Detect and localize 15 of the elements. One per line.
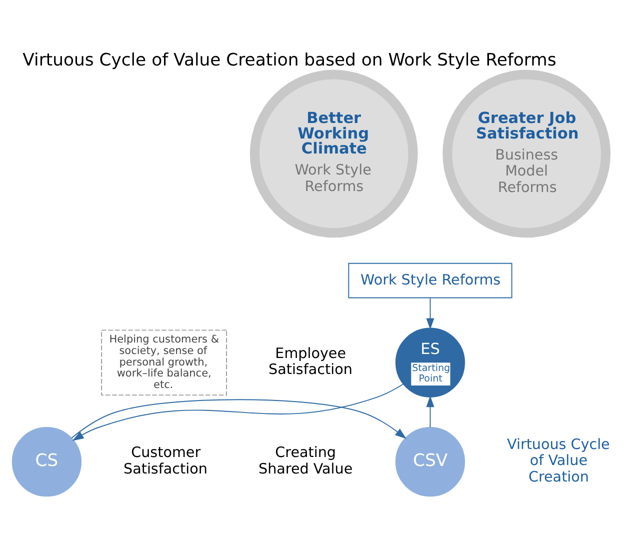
node-box: Work Style Reforms [348,262,512,298]
node-label: Customer Satisfaction [124,445,208,478]
node-circle: Better Working Climate Work Style Reforms [250,70,418,238]
node-circle: CS [12,427,82,497]
node-circle: ES Starting Point [395,328,466,398]
arrow [72,384,404,441]
node-label: Employee Satisfaction [268,346,352,378]
node-label: Creating Shared Value [258,445,353,478]
arrow [71,399,406,439]
diagram-title: Virtuous Cycle of Value Creation based on Work Style Reforms [22,50,556,70]
node-circle: Greater Job Satisfaction Business Model Reforms [442,70,611,238]
arrow [426,396,434,428]
label: Virtuous Cycle of Value Creation [507,436,610,486]
arrow [426,298,434,330]
label: Helping customers & society, sense of personal growth, work–life balance, etc. [109,333,219,392]
